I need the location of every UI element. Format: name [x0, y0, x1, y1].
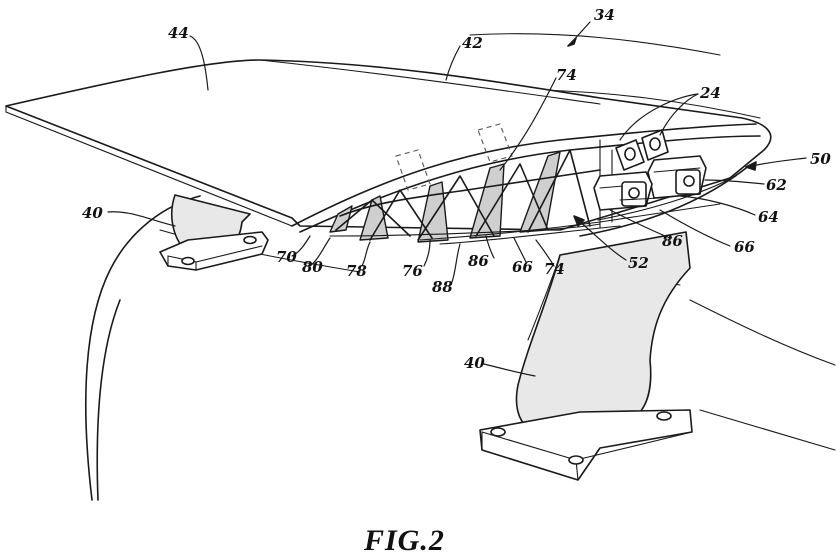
label-66-mid: 66 [512, 258, 533, 276]
label-80: 80 [302, 258, 323, 276]
label-62: 62 [766, 176, 787, 194]
hinge-brackets [615, 129, 669, 171]
actuator-housings [593, 155, 707, 211]
label-44: 44 [168, 24, 189, 42]
right-pedestal [479, 231, 693, 481]
label-24: 24 [699, 84, 721, 102]
arrows [567, 21, 807, 261]
label-40-left: 40 [82, 204, 103, 222]
lattice-truss [329, 123, 613, 243]
label-50: 50 [810, 150, 831, 168]
label-78: 78 [346, 262, 367, 280]
figure-caption: FIG.2 [363, 524, 445, 557]
label-34: 34 [594, 6, 615, 24]
label-86-mid: 86 [468, 252, 489, 270]
label-64: 64 [758, 208, 779, 226]
label-88: 88 [432, 278, 453, 296]
label-66-right: 66 [734, 238, 755, 256]
label-40-bottom: 40 [464, 354, 485, 372]
leader-lines [107, 35, 765, 377]
label-52: 52 [628, 254, 649, 272]
label-70: 70 [276, 248, 297, 266]
label-86-right: 86 [662, 232, 683, 250]
label-74-top: 74 [556, 66, 577, 84]
left-pedestal [159, 194, 269, 271]
wing-assembly [5, 59, 772, 245]
reference-numerals: 34 44 42 74 24 50 62 64 66 86 52 40 40 7… [82, 6, 831, 372]
label-74-bottom: 74 [544, 260, 565, 278]
label-76: 76 [402, 262, 423, 280]
label-42: 42 [462, 34, 483, 52]
